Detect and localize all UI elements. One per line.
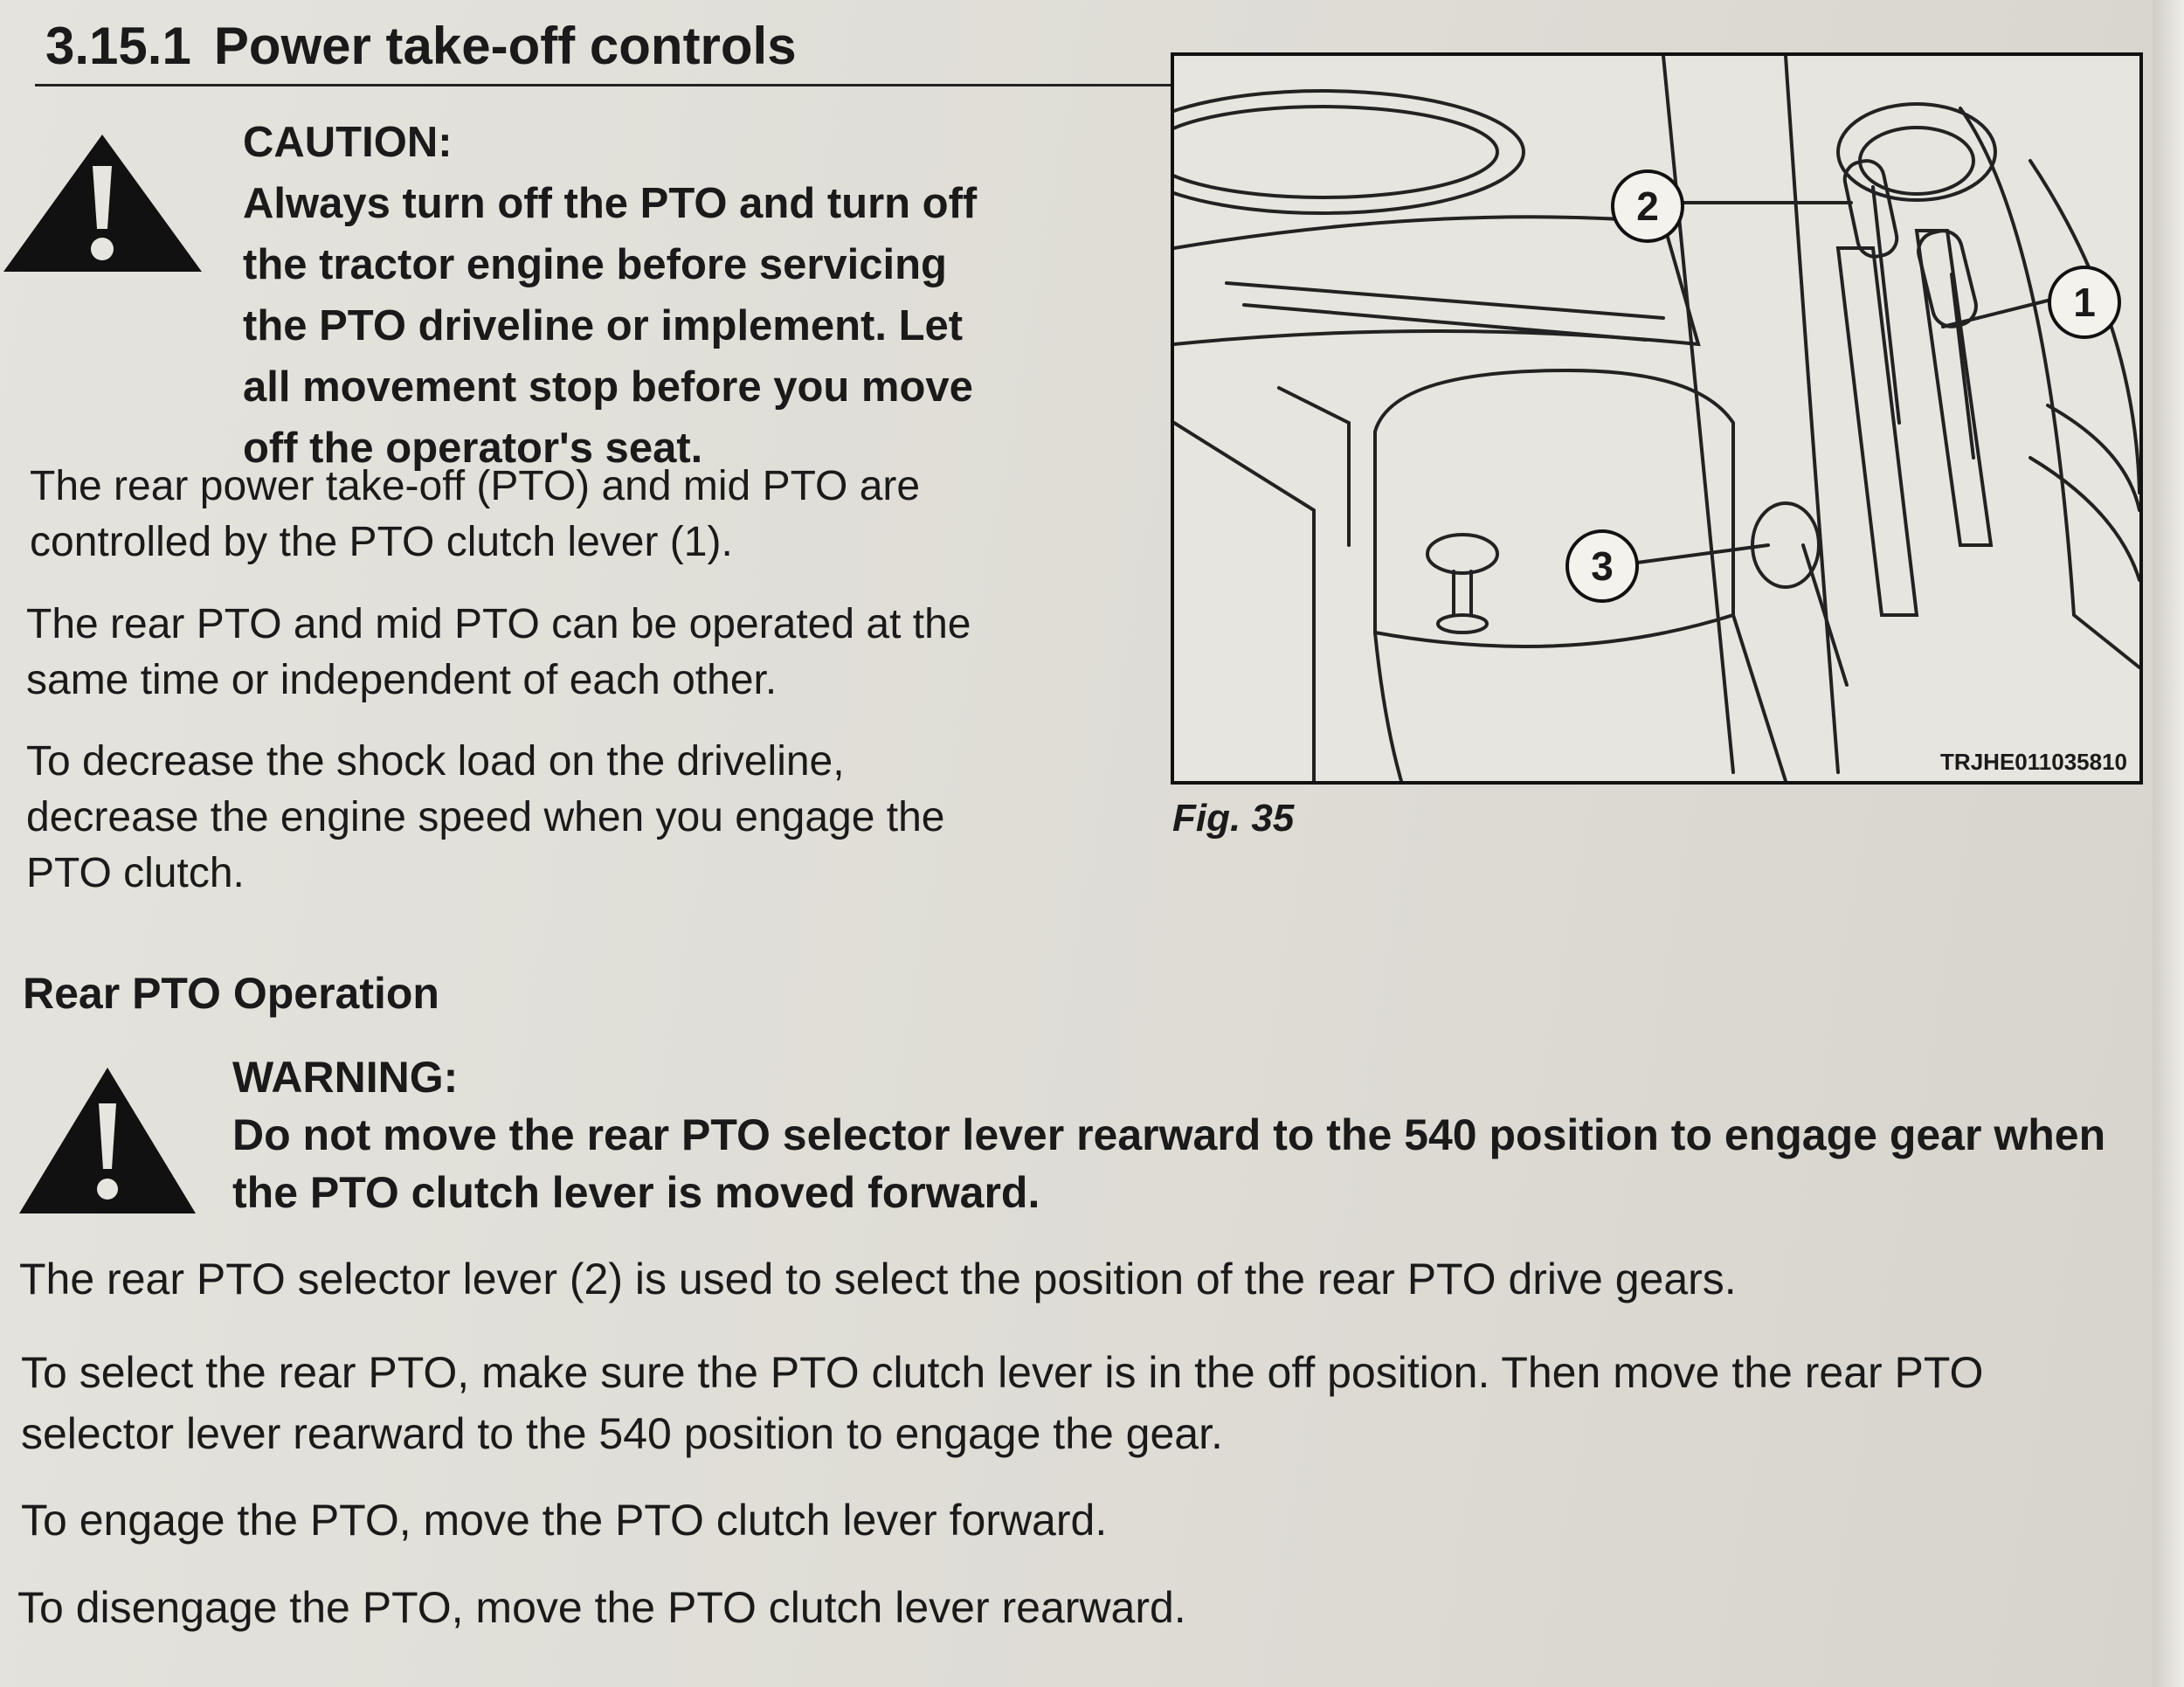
caution-line: the tractor engine before servicing — [243, 241, 947, 288]
warning-line: Do not move the rear PTO selector lever … — [232, 1110, 2106, 1159]
section-number: 3.15.1 — [45, 17, 191, 75]
rear-pto-paragraph: To select the rear PTO, make sure the PT… — [21, 1342, 1983, 1464]
intro-paragraph: The rear power take-off (PTO) and mid PT… — [30, 459, 920, 570]
text-line: To engage the PTO, move the PTO clutch l… — [21, 1496, 1108, 1545]
callout-number: 3 — [1565, 529, 1639, 603]
warning-callout: WARNING: Do not move the rear PTO select… — [232, 1048, 2105, 1221]
subsection-heading: Rear PTO Operation — [23, 969, 439, 1018]
tractor-controls-illustration — [1174, 56, 2139, 781]
caution-warning-triangle-icon — [3, 135, 202, 272]
text-line: To decrease the shock load on the drivel… — [26, 738, 845, 785]
title-rule — [35, 84, 2114, 86]
text-line: PTO clutch. — [26, 850, 245, 896]
section-title: Power take-off controls — [213, 17, 797, 75]
callout-number: 2 — [1611, 169, 1684, 243]
section-heading: 3.15.1 Power take-off controls — [45, 16, 797, 76]
text-line: To disengage the PTO, move the PTO clutc… — [17, 1583, 1186, 1632]
warning-line: the PTO clutch lever is moved forward. — [232, 1168, 1040, 1217]
warning-triangle-icon — [19, 1068, 196, 1213]
text-line: The rear PTO selector lever (2) is used … — [19, 1255, 1737, 1303]
caution-header: CAUTION: — [243, 119, 453, 166]
caution-line: all movement stop before you move — [243, 363, 973, 411]
callout-number: 1 — [2048, 266, 2121, 339]
caution-line: the PTO driveline or implement. Let — [243, 302, 964, 349]
rear-pto-paragraph: The rear PTO selector lever (2) is used … — [19, 1251, 1737, 1307]
figure-caption: Fig. 35 — [1172, 797, 1295, 840]
warning-header: WARNING: — [232, 1053, 459, 1102]
text-line: decrease the engine speed when you engag… — [26, 794, 945, 840]
page-edge — [2153, 0, 2184, 1687]
rear-pto-paragraph: To disengage the PTO, move the PTO clutc… — [17, 1580, 1186, 1635]
text-line: To select the rear PTO, make sure the PT… — [21, 1348, 1984, 1397]
caution-callout: CAUTION: Always turn off the PTO and tur… — [243, 112, 977, 479]
intro-paragraph: To decrease the shock load on the drivel… — [26, 734, 945, 902]
rear-pto-paragraph: To engage the PTO, move the PTO clutch l… — [21, 1492, 1107, 1548]
text-line: same time or independent of each other. — [26, 657, 778, 703]
text-line: controlled by the PTO clutch lever (1). — [30, 519, 733, 565]
figure-code: TRJHE011035810 — [1937, 749, 2131, 776]
text-line: The rear PTO and mid PTO can be operated… — [26, 601, 971, 647]
figure-35-tractor-controls: 2 1 3 TRJHE011035810 — [1171, 52, 2143, 785]
text-line: The rear power take-off (PTO) and mid PT… — [30, 463, 921, 509]
text-line: selector lever rearward to the 540 posit… — [21, 1409, 1223, 1458]
caution-line: Always turn off the PTO and turn off — [243, 180, 978, 227]
caution-line: off the operator's seat. — [243, 425, 703, 472]
intro-paragraph: The rear PTO and mid PTO can be operated… — [26, 597, 971, 709]
